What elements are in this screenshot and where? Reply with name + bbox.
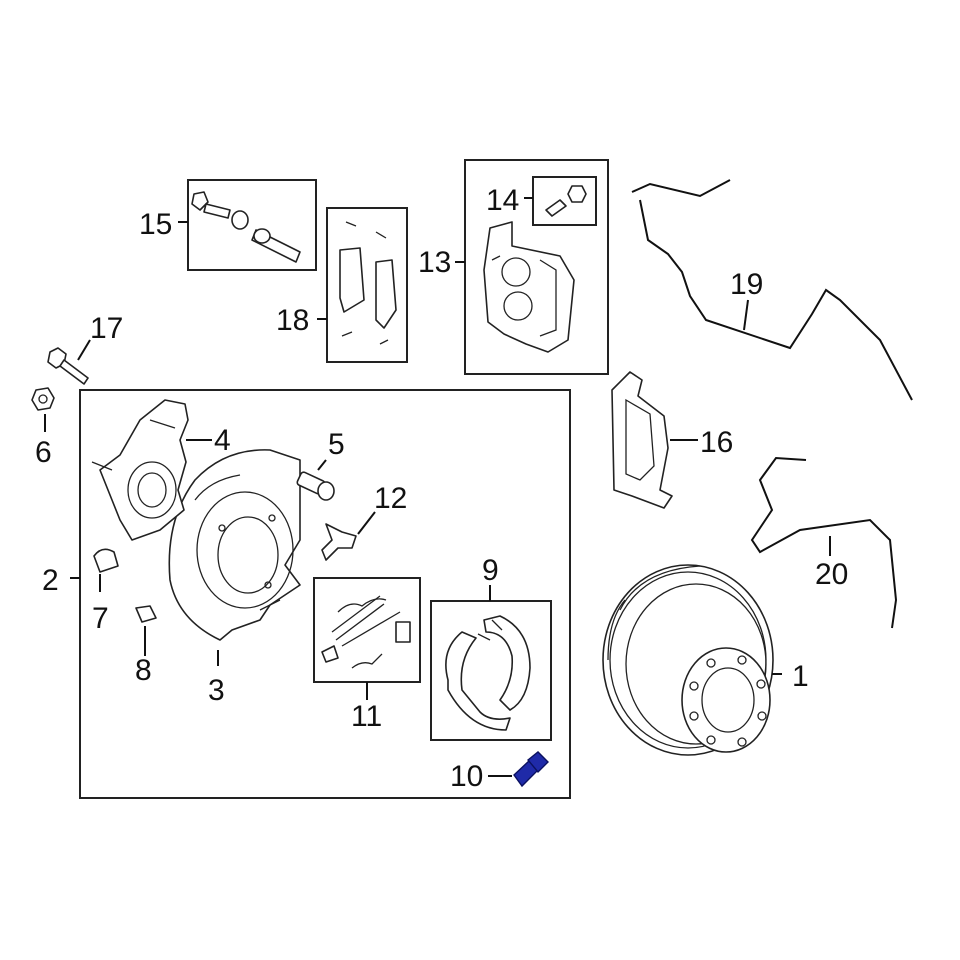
parking-brake-shoes [445,615,531,731]
callout-11: 11 [351,700,382,733]
brake-pads [339,221,397,345]
highlighted-bolt [513,751,549,788]
callout-8: 8 [135,654,152,687]
box-14-bleeder [532,176,597,226]
callout-5: 5 [328,428,345,461]
dust-shield [168,449,301,641]
callout-3: 3 [208,674,225,707]
callout-16: 16 [700,426,733,459]
nut [31,387,55,411]
callout-12: 12 [374,482,407,515]
spring-kit-parts [321,595,411,669]
callout-20: 20 [815,558,848,591]
bracket [321,523,357,561]
callout-14: 14 [486,184,519,217]
box-13-caliper [464,159,609,375]
pin-kit-parts [191,191,301,263]
bolt [47,347,89,385]
callout-7: 7 [92,602,109,635]
callout-10: 10 [450,760,483,793]
brake-rotor [602,564,774,756]
callout-17: 17 [90,312,123,345]
callout-19: 19 [730,268,763,301]
callout-13: 13 [418,246,451,279]
bleeder-screw [545,185,587,217]
bumper [93,548,119,573]
callout-15: 15 [139,208,172,241]
caliper [483,221,575,353]
guide-pin [296,471,335,501]
callout-9: 9 [482,554,499,587]
leader-lines [44,197,831,777]
clip [135,605,157,623]
anchor-plate [611,371,673,509]
box-2-assembly [79,389,571,799]
callout-18: 18 [276,304,309,337]
sensor-wire [750,456,898,629]
box-18-pad-set [326,207,408,363]
callout-6: 6 [35,436,52,469]
brake-hose [631,179,913,401]
anchor-bracket [91,399,189,541]
box-15-pin-kit [187,179,317,271]
callout-1: 1 [792,660,809,693]
callout-2: 2 [42,564,59,597]
callout-4: 4 [214,424,231,457]
